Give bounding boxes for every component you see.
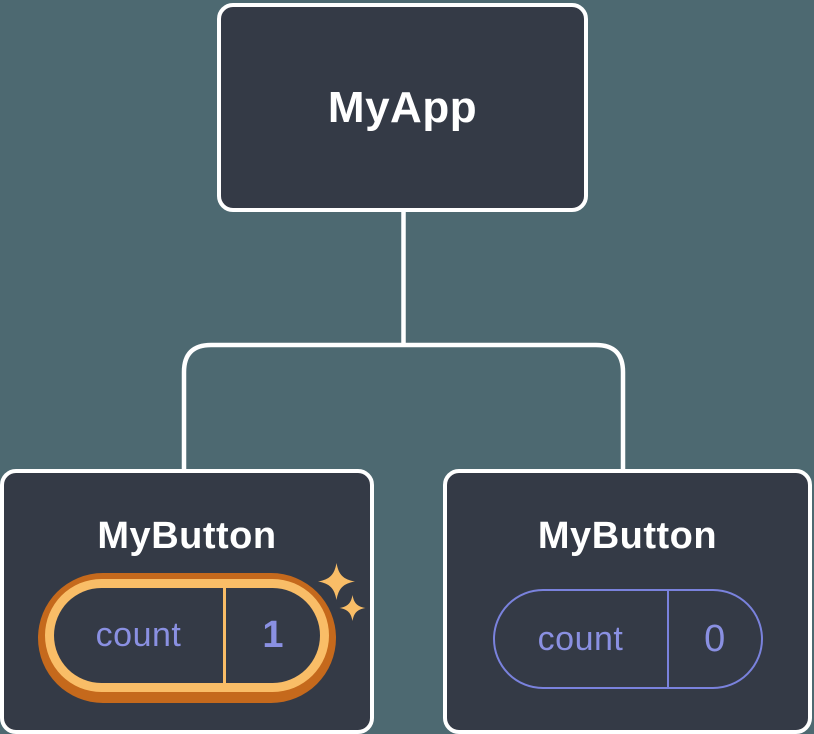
state-pill-right: count 0 [492, 589, 763, 689]
state-pill-divider [666, 591, 669, 687]
node-myapp: MyApp [217, 3, 588, 212]
state-name-cell: count [54, 588, 223, 683]
state-name-cell: count [495, 591, 667, 687]
state-pill-highlight-inner-ring: count 1 [45, 579, 329, 692]
state-pill-position: count 0 [492, 589, 763, 689]
connector-branch-bracket [181, 342, 626, 471]
state-pill-divider [223, 588, 226, 683]
state-pill-highlight-ring: count 1 [38, 573, 336, 703]
state-value-label: 0 [704, 617, 726, 660]
state-value-label: 1 [262, 614, 284, 656]
node-mybutton-left-label: MyButton [97, 515, 277, 557]
state-value-cell: 1 [226, 588, 320, 683]
state-value-cell: 0 [669, 591, 761, 687]
node-mybutton-right-label: MyButton [537, 515, 718, 557]
state-name-label: count [95, 616, 182, 654]
state-name-label: count [537, 619, 624, 658]
node-mybutton-left: MyButton count 1 [0, 469, 374, 734]
node-mybutton-right: MyButton count 0 [443, 469, 812, 734]
node-myapp-label: MyApp [327, 82, 478, 132]
state-pill-left: count 1 [54, 588, 320, 683]
